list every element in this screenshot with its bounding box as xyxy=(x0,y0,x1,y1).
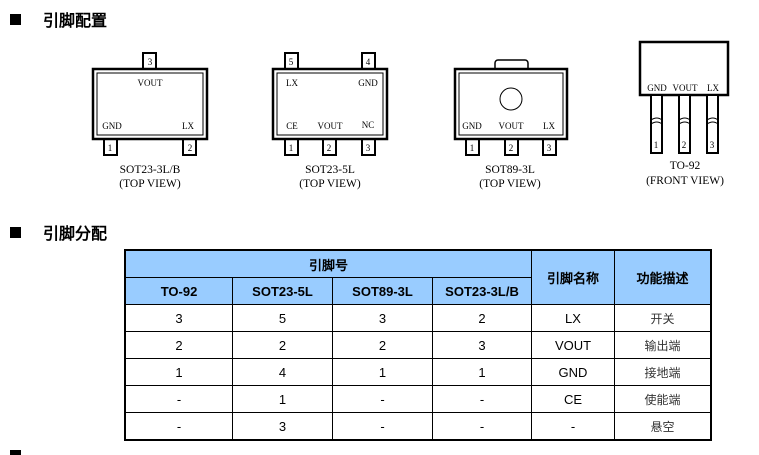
pin-number: 3 xyxy=(547,143,552,153)
pin-label: GND xyxy=(102,121,122,131)
package-caption: SOT89-3L xyxy=(485,164,535,176)
pin-number: 5 xyxy=(289,57,294,67)
function-header: 功能描述 xyxy=(614,249,712,305)
column-header: SOT89-3L xyxy=(332,277,433,305)
pin-number-cell: 1 xyxy=(432,358,532,386)
to92-diagram xyxy=(638,40,730,154)
pin-number: 1 xyxy=(108,143,113,153)
pin-number: 2 xyxy=(682,140,687,150)
pin-number-cell: - xyxy=(432,385,532,413)
pin-label: CE xyxy=(286,121,298,131)
function-cell: 悬空 xyxy=(614,412,712,441)
pin-name-cell: VOUT xyxy=(531,331,615,359)
pin-name-header: 引脚名称 xyxy=(531,249,615,305)
pin-name-cell: - xyxy=(531,412,615,441)
package-view: (FRONT VIEW) xyxy=(646,175,724,187)
pin-label: GND xyxy=(647,83,667,93)
pin-label: VOUT xyxy=(318,121,343,131)
pin-number: 1 xyxy=(470,143,475,153)
sot89-3l-diagram xyxy=(453,59,569,156)
section-heading-partial xyxy=(10,450,21,455)
pin-label: VOUT xyxy=(499,121,524,131)
pin-number-cell: - xyxy=(124,385,233,413)
pin-number-cell: 3 xyxy=(232,412,333,441)
pin-number-cell: 2 xyxy=(124,331,233,359)
pin-number: 1 xyxy=(289,143,294,153)
pin-number-cell: - xyxy=(332,385,433,413)
column-header: SOT23-3L/B xyxy=(432,277,532,305)
pin-number-cell: 2 xyxy=(232,331,333,359)
pin-number-cell: 2 xyxy=(432,304,532,332)
package-caption: TO-92 xyxy=(670,160,701,172)
package-view: (TOP VIEW) xyxy=(479,178,541,190)
pin-assignment-table: 引脚号 引脚名称 功能描述 TO-92 SOT23-5L SOT89-3L SO… xyxy=(124,249,712,441)
pin-number: 4 xyxy=(366,57,371,67)
section-title: 引脚分配 xyxy=(43,226,108,243)
pin-number-cell: - xyxy=(332,412,433,441)
pin-number-cell: 1 xyxy=(124,358,233,386)
pin-name-cell: LX xyxy=(531,304,615,332)
pin-number: 2 xyxy=(188,143,193,153)
bullet-square-icon xyxy=(10,13,21,25)
pin-label: VOUT xyxy=(138,78,163,88)
pin-number: 2 xyxy=(327,143,332,153)
pin-number-cell: 4 xyxy=(232,358,333,386)
package-diagrams: 3 1 2 VOUT GND LX SOT23-3L/B (TOP VIEW) … xyxy=(91,40,730,190)
pin-label: LX xyxy=(286,78,298,88)
pin-name-cell: GND xyxy=(531,358,615,386)
pin-number-cell: 5 xyxy=(232,304,333,332)
pin-label: NC xyxy=(362,120,375,130)
sot23-3l-diagram xyxy=(91,52,209,156)
pin-label: LX xyxy=(543,121,555,131)
pin-number: 3 xyxy=(366,143,371,153)
table-row: -3---悬空 xyxy=(124,412,712,441)
section-heading-pin-assignment: 引脚分配 xyxy=(10,220,107,244)
pin-label: GND xyxy=(358,78,378,88)
sot23-5l-diagram xyxy=(271,52,389,156)
bullet-square-icon xyxy=(10,226,21,238)
pin-name-cell: CE xyxy=(531,385,615,413)
column-header: SOT23-5L xyxy=(232,277,333,305)
section-heading-pin-config: 引脚配置 xyxy=(10,7,107,31)
pin-number: 3 xyxy=(148,57,153,67)
pin-number-group-header: 引脚号 xyxy=(124,249,532,278)
package-caption: SOT23-5L xyxy=(305,164,355,176)
pin-number-cell: 3 xyxy=(332,304,433,332)
package-view: (TOP VIEW) xyxy=(299,178,361,190)
pin-number-cell: - xyxy=(432,412,532,441)
package-view: (TOP VIEW) xyxy=(119,178,181,190)
section-title: 引脚配置 xyxy=(43,13,108,30)
pin-number: 3 xyxy=(710,140,715,150)
function-cell: 开关 xyxy=(614,304,712,332)
column-header: TO-92 xyxy=(124,277,233,305)
pin-number-cell: 1 xyxy=(332,358,433,386)
pin-label: GND xyxy=(462,121,482,131)
pin-label: VOUT xyxy=(673,83,698,93)
pin-number-cell: 3 xyxy=(432,331,532,359)
pin-label: LX xyxy=(707,83,719,93)
function-cell: 接地端 xyxy=(614,358,712,386)
function-cell: 输出端 xyxy=(614,331,712,359)
function-cell: 使能端 xyxy=(614,385,712,413)
pin-number-cell: 3 xyxy=(124,304,233,332)
package-caption: SOT23-3L/B xyxy=(120,164,181,176)
pin-number-cell: 1 xyxy=(232,385,333,413)
pin-number-cell: - xyxy=(124,412,233,441)
pin-label: LX xyxy=(182,121,194,131)
pin-number-cell: 2 xyxy=(332,331,433,359)
pin-number: 1 xyxy=(654,140,659,150)
pin-number: 2 xyxy=(509,143,514,153)
